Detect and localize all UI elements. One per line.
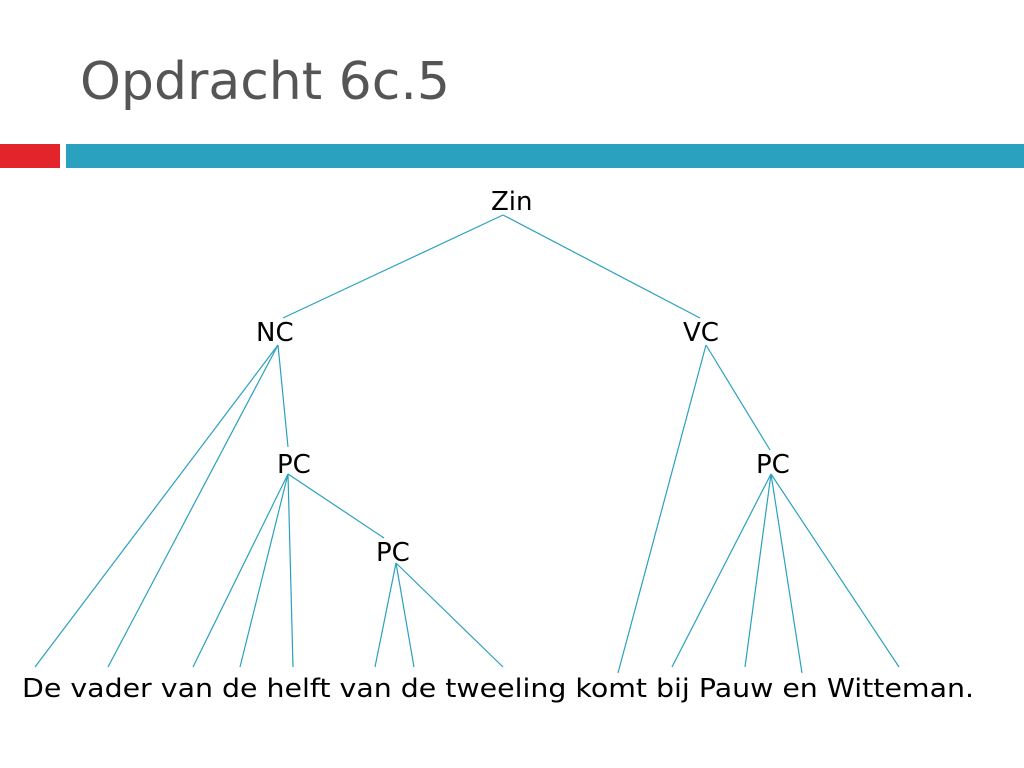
node-zin: Zin bbox=[491, 187, 533, 217]
node-pc-nested: PC bbox=[376, 538, 410, 568]
edge-pc-pc bbox=[287, 473, 385, 539]
edge-pc-helft bbox=[287, 473, 294, 668]
edge-pc3-pauw bbox=[744, 473, 772, 668]
edge-zin-nc bbox=[282, 214, 504, 319]
edge-pc-de bbox=[239, 473, 289, 668]
edge-nc-vader bbox=[107, 344, 279, 668]
node-pc-nc: PC bbox=[277, 450, 311, 480]
edge-pc3-witteman bbox=[770, 473, 900, 668]
accent-bar-red bbox=[0, 144, 60, 168]
edge-vc-komt bbox=[617, 344, 707, 674]
accent-bar-blue bbox=[66, 144, 1024, 168]
edge-pc3-en bbox=[770, 473, 803, 674]
node-nc: NC bbox=[256, 318, 294, 348]
edge-zin-vc bbox=[502, 214, 701, 319]
edge-pc2-de bbox=[395, 562, 415, 668]
edge-pc-van bbox=[192, 473, 289, 668]
edge-nc-pc bbox=[277, 344, 289, 448]
edge-pc3-bij bbox=[671, 473, 772, 668]
edge-vc-pc bbox=[705, 344, 771, 451]
edge-pc2-van bbox=[374, 562, 397, 668]
node-vc: VC bbox=[683, 318, 719, 348]
sentence: De vader van de helft van de tweeling ko… bbox=[22, 674, 974, 704]
edge-pc2-tweeling bbox=[395, 562, 504, 668]
tree-nodes: Zin NC VC PC PC PC bbox=[256, 187, 790, 568]
tree-edges bbox=[34, 214, 900, 674]
node-pc-vc: PC bbox=[756, 450, 790, 480]
edge-nc-de bbox=[34, 344, 279, 668]
slide-title: Opdracht 6c.5 bbox=[80, 52, 450, 112]
